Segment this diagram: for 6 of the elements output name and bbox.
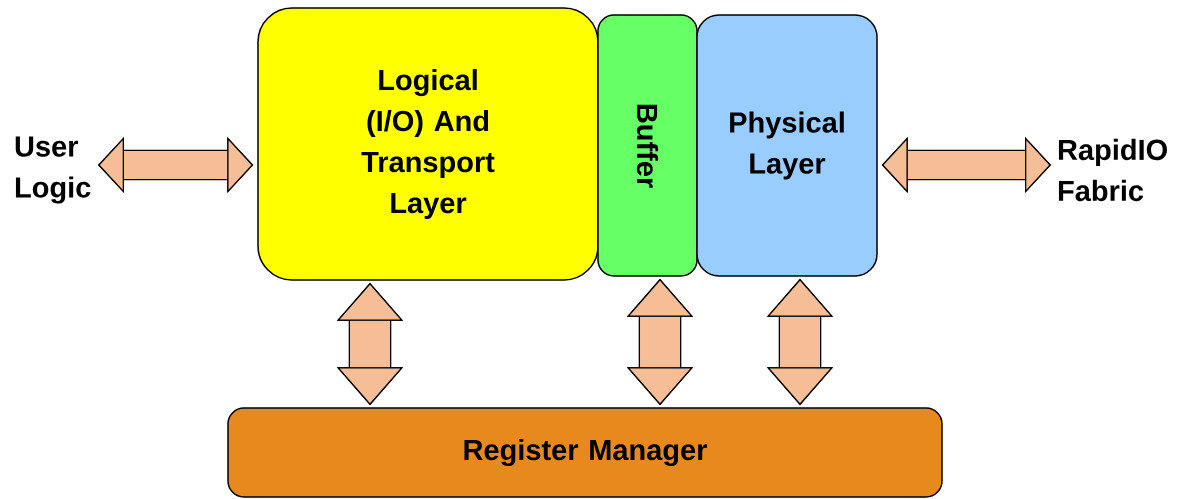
layer-box: Logical (I/O) And Transport Layer (257, 7, 599, 281)
manager-box: Register Manager (227, 407, 943, 498)
side-label: RapidIO Fabric (1058, 138, 1167, 202)
buffer-box: Buffer (597, 14, 698, 277)
side-label: User Logic (15, 136, 91, 204)
layer-box: Physical Layer (696, 14, 878, 277)
